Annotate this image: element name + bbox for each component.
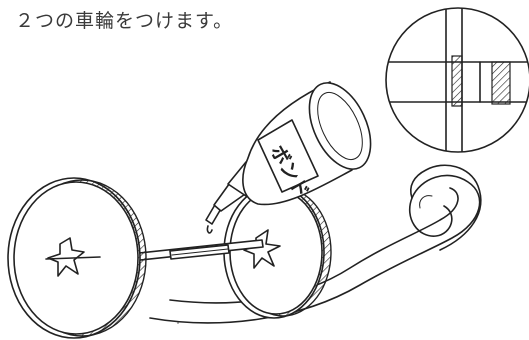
front-wheel: [7, 177, 147, 339]
glue-bottle: ボンド: [205, 81, 372, 234]
rear-wheel: [223, 185, 332, 319]
zoom-inset: [385, 7, 529, 153]
instruction-caption: ２つの車輪をつけます。: [15, 10, 234, 32]
